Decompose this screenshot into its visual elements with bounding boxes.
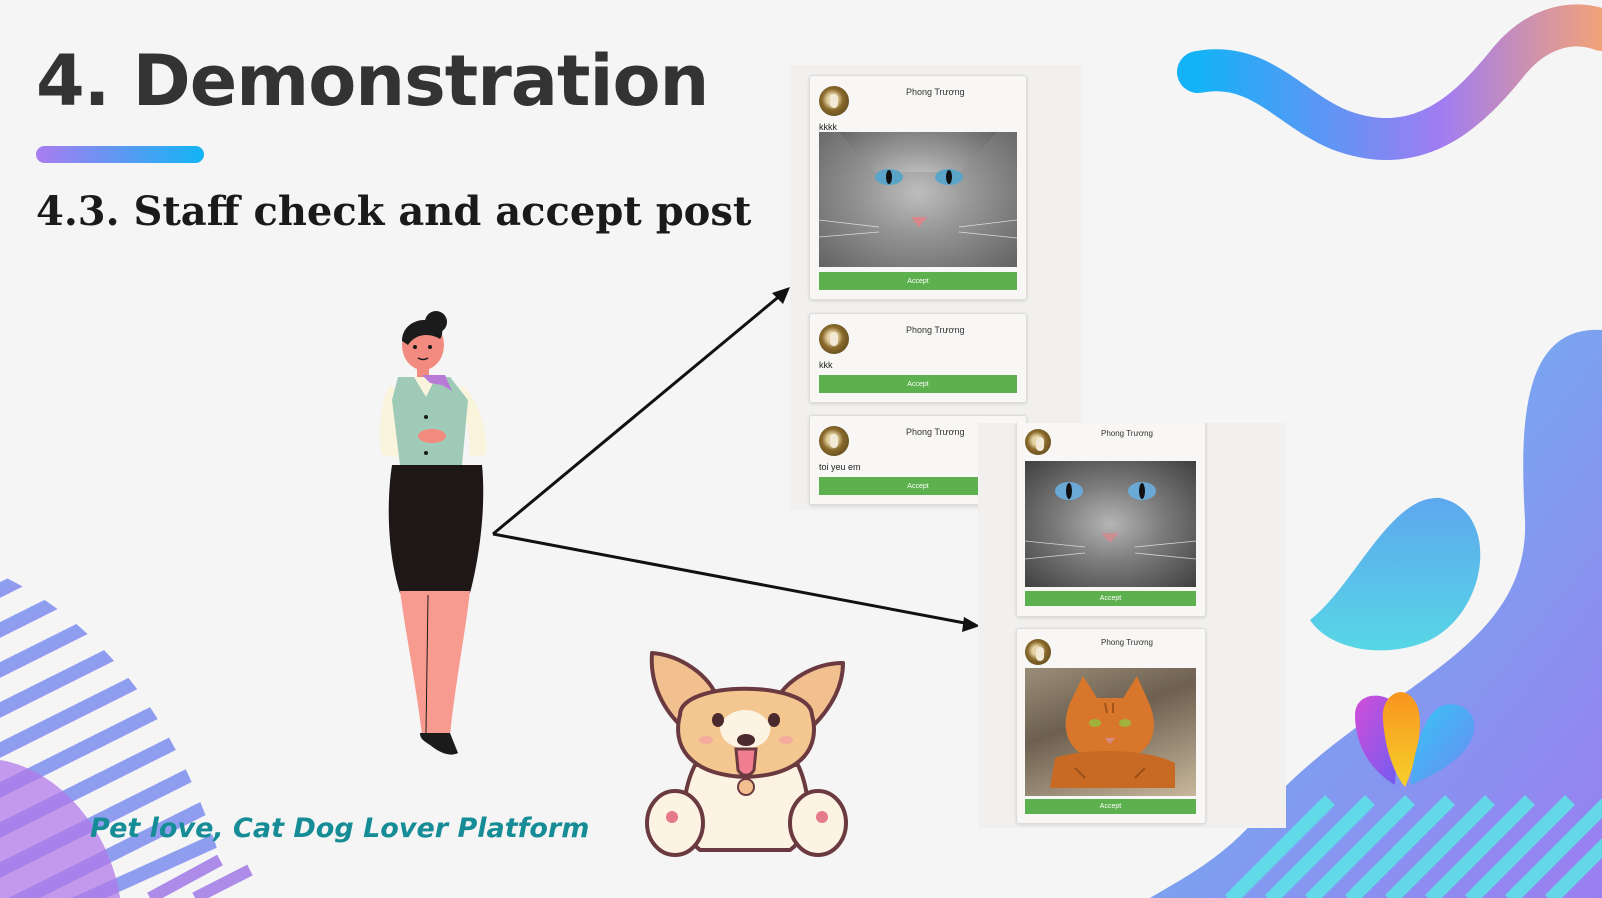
post-author: Phong Trương	[906, 427, 965, 437]
avatar	[819, 324, 849, 354]
avatar	[1025, 429, 1051, 455]
accept-button[interactable]: Accept	[1025, 591, 1196, 606]
corgi-puppy-illustration	[645, 651, 848, 857]
title-underline	[36, 146, 204, 163]
avatar	[819, 426, 849, 456]
post-text: kkkk	[819, 122, 837, 132]
grey-tabby-cat-photo	[819, 132, 1017, 267]
accept-button[interactable]: Accept	[819, 477, 1017, 495]
avatar	[1025, 639, 1051, 665]
post-text: kkk	[819, 360, 833, 370]
orange-tabby-cat-photo	[1025, 668, 1196, 796]
slide-subtitle: 4.3. Staff check and accept post	[36, 188, 752, 235]
avatar	[819, 86, 849, 116]
post-card: Phong Trương kkk Accept	[809, 313, 1027, 403]
grey-cat-blue-eyes-photo	[1025, 461, 1196, 587]
post-text: toi yeu em	[819, 462, 861, 472]
post-author: Phong Trương	[906, 87, 965, 97]
slide-title: 4. Demonstration	[36, 40, 709, 122]
post-card: Phong Trương kkkk Accept	[809, 75, 1027, 300]
staff-woman-illustration	[380, 311, 487, 755]
accept-button[interactable]: Accept	[819, 375, 1017, 393]
post-list-screenshot-2: Phong Trương Accept Phong Trươn	[978, 423, 1286, 828]
accept-button[interactable]: Accept	[819, 272, 1017, 290]
post-author: Phong Trương	[1101, 429, 1153, 438]
post-author: Phong Trương	[906, 325, 965, 335]
post-author: Phong Trương	[1101, 638, 1153, 647]
post-card: Phong Trương Accept	[1016, 423, 1206, 617]
heart-logo	[1355, 692, 1475, 787]
accept-button[interactable]: Accept	[1025, 799, 1196, 814]
footer-tagline: Pet love, Cat Dog Lover Platform	[90, 813, 590, 844]
post-card: Phong Trương Accept	[1016, 628, 1206, 824]
